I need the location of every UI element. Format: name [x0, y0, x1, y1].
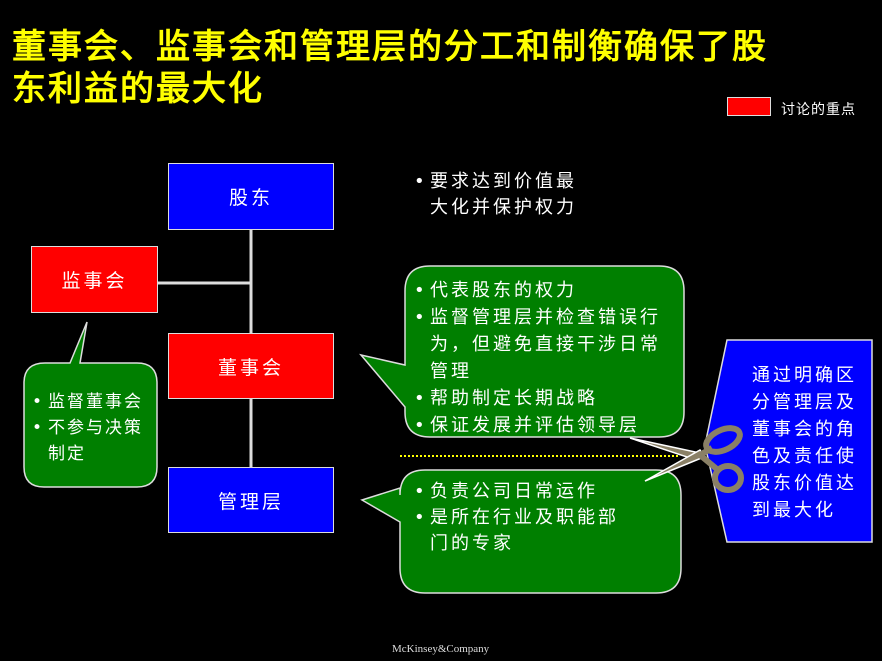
management-box: 管理层: [168, 467, 334, 533]
title-line: 东利益的最大化: [12, 69, 264, 109]
callout-item: 制定: [48, 444, 86, 464]
conclusion-line: 股东价值达: [752, 473, 857, 494]
callout-item: 代表股东的权力: [414, 277, 661, 304]
supervisory-board-box: 监事会: [31, 246, 158, 313]
legend-label: 讨论的重点: [781, 102, 856, 118]
supervisory-callout-text: 监督董事会 不参与决策 制定: [32, 389, 143, 467]
management-callout-text: 负责公司日常运作 是所在行业及职能部 门的专家: [414, 479, 619, 557]
note-item: 要求达到价值最: [414, 169, 577, 195]
box-label: 监事会: [61, 270, 128, 292]
conclusion-line: 到最大化: [752, 500, 836, 521]
conclusion-line: 色及责任使: [752, 446, 857, 467]
title-line: 董事会、监事会和管理层的分工和制衡确保了股: [12, 27, 768, 67]
conclusion-text: 通过明确区 分管理层及 董事会的角 色及责任使 股东价值达 到最大化: [752, 362, 857, 524]
callout-item: 管理: [430, 361, 472, 382]
footer-logo: McKinsey&Company: [392, 643, 490, 655]
callout-item: 是所在行业及职能部: [414, 505, 619, 531]
shareholder-note: 要求达到价值最 大化并保护权力: [414, 169, 577, 221]
box-label: 董事会: [217, 356, 284, 379]
conclusion-line: 通过明确区: [752, 365, 857, 386]
callout-item: 保证发展并评估领导层: [414, 412, 661, 439]
legend-swatch: [727, 97, 771, 116]
shareholders-box: 股东: [168, 163, 334, 230]
conclusion-line: 分管理层及: [752, 392, 857, 413]
box-label: 股东: [228, 187, 273, 209]
callout-item: 门的专家: [430, 533, 514, 554]
callout-item: 负责公司日常运作: [414, 479, 619, 505]
scissors-icon: [629, 425, 744, 493]
slide-title: 董事会、监事会和管理层的分工和制衡确保了股 东利益的最大化: [12, 26, 768, 110]
conclusion-line: 董事会的角: [752, 419, 857, 440]
conclusion-shape: [704, 339, 873, 543]
callout-item: 监督管理层并检查错误行: [414, 304, 661, 331]
callout-item: 监督董事会: [32, 389, 143, 415]
note-item: 大化并保护权力: [430, 197, 577, 218]
callout-item: 为，但避免直接干涉日常: [430, 334, 661, 355]
board-of-directors-box: 董事会: [168, 333, 334, 399]
board-callout-text: 代表股东的权力 监督管理层并检查错误行 为，但避免直接干涉日常 管理 帮助制定长…: [414, 277, 661, 439]
callout-item: 不参与决策: [32, 415, 143, 441]
box-label: 管理层: [217, 490, 284, 513]
callout-item: 帮助制定长期战略: [414, 385, 661, 412]
